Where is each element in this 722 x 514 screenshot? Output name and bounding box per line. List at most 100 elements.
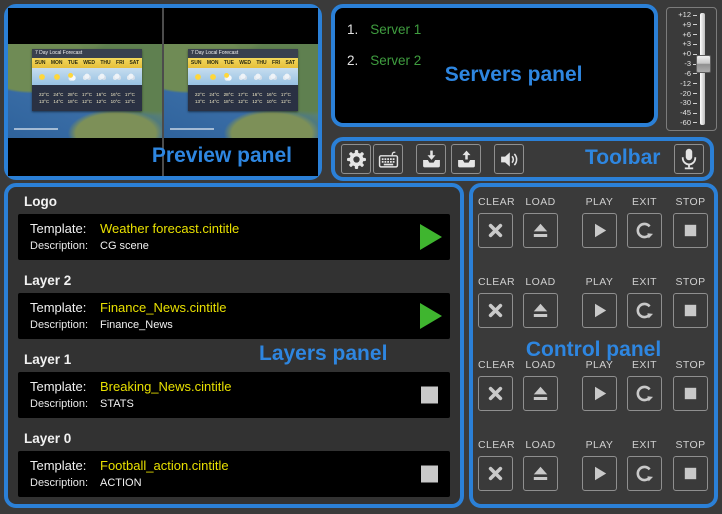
description-value: Finance_News bbox=[100, 319, 173, 331]
exit-button[interactable] bbox=[627, 456, 662, 491]
map-caption-smudge bbox=[170, 128, 214, 130]
play-button[interactable] bbox=[582, 293, 617, 328]
load-label: LOAD bbox=[525, 276, 556, 288]
microphone-button[interactable] bbox=[674, 144, 704, 174]
template-label: Template: bbox=[30, 458, 87, 473]
export-button[interactable] bbox=[451, 144, 481, 174]
server-list: 1. Server 1 2. Server 2 bbox=[335, 8, 654, 88]
play-label: PLAY bbox=[585, 439, 614, 451]
fader-tick-label: +6 bbox=[682, 29, 691, 39]
weather-map-image: 7 Day Local Forecast SUN MON TUE WED THU… bbox=[8, 44, 162, 138]
play-button[interactable] bbox=[582, 213, 617, 248]
load-button[interactable] bbox=[523, 213, 558, 248]
control-row-2: CLEAR LOAD PLAY EXIT STOP bbox=[473, 276, 714, 331]
clear-button[interactable] bbox=[478, 213, 513, 248]
clear-button[interactable] bbox=[478, 456, 513, 491]
clear-x-icon bbox=[486, 384, 505, 403]
partly-cloudy-icon bbox=[68, 72, 77, 81]
keyboard-button[interactable] bbox=[373, 144, 403, 174]
audio-button[interactable] bbox=[494, 144, 524, 174]
fader-tick-label: +9 bbox=[682, 19, 691, 29]
fader-handle[interactable] bbox=[696, 55, 711, 73]
forecast-lows: 13°C 14°C 18°C 12°C 12°C 10°C 12°C bbox=[195, 99, 291, 104]
layer-row[interactable]: Template:Weather forecast.cintitle Descr… bbox=[18, 214, 450, 260]
weather-forecast-card: 7 Day Local Forecast SUN MON TUE WED THU… bbox=[188, 49, 298, 111]
download-icon bbox=[421, 149, 442, 170]
control-panel: CLEAR LOAD PLAY EXIT STOP CLEAR LOAD PLA… bbox=[469, 183, 718, 508]
template-label: Template: bbox=[30, 221, 87, 236]
preview-output-left: 7 Day Local Forecast SUN MON TUE WED THU… bbox=[8, 8, 162, 176]
load-button[interactable] bbox=[523, 376, 558, 411]
description-value: CG scene bbox=[100, 240, 149, 252]
layer-name: Logo bbox=[24, 194, 57, 209]
rain-icon bbox=[127, 72, 136, 81]
tick-mark bbox=[693, 24, 697, 26]
settings-button[interactable] bbox=[341, 144, 371, 174]
rain-icon bbox=[82, 72, 91, 81]
tick-mark bbox=[693, 83, 697, 85]
description-value: STATS bbox=[100, 398, 134, 410]
clear-button[interactable] bbox=[478, 376, 513, 411]
server-number: 1. bbox=[347, 21, 359, 37]
server-name: Server 1 bbox=[370, 21, 422, 37]
preview-output-right: 7 Day Local Forecast SUN MON TUE WED THU… bbox=[164, 8, 318, 176]
play-button[interactable] bbox=[582, 456, 617, 491]
import-button[interactable] bbox=[416, 144, 446, 174]
stop-label: STOP bbox=[675, 439, 706, 451]
partly-cloudy-icon bbox=[224, 72, 233, 81]
forecast-highs: 22°C 24°C 28°C 17°C 16°C 16°C 17°C bbox=[39, 92, 135, 97]
gear-icon bbox=[346, 149, 367, 170]
fader-tick-label: +12 bbox=[678, 10, 691, 19]
preview-divider bbox=[162, 8, 164, 176]
forecast-lows: 13°C 14°C 18°C 12°C 12°C 10°C 12°C bbox=[39, 99, 135, 104]
sun-icon bbox=[53, 72, 62, 81]
clear-button[interactable] bbox=[478, 293, 513, 328]
stop-label: STOP bbox=[675, 196, 706, 208]
description-value: ACTION bbox=[100, 477, 142, 489]
exit-button[interactable] bbox=[627, 213, 662, 248]
fader-tick-label: -20 bbox=[680, 88, 691, 98]
layer-name: Layer 2 bbox=[24, 273, 72, 288]
sun-icon bbox=[194, 72, 203, 81]
layer-section: Layer 1 Template:Breaking_News.cintitle … bbox=[18, 350, 450, 418]
layer-section: Layer 0 Template:Football_action.cintitl… bbox=[18, 429, 450, 497]
server-list-item[interactable]: 2. Server 2 bbox=[347, 48, 642, 72]
layer-row[interactable]: Template:Finance_News.cintitle Descripti… bbox=[18, 293, 450, 339]
load-label: LOAD bbox=[525, 439, 556, 451]
fader-scale: +12 +9 +6 +3 +0 -3 -6 -12 -20 -30 -45 -6… bbox=[667, 11, 697, 127]
server-list-item[interactable]: 1. Server 1 bbox=[347, 17, 642, 41]
stop-button[interactable] bbox=[673, 213, 708, 248]
exit-label: EXIT bbox=[632, 439, 657, 451]
tick-mark bbox=[693, 122, 697, 124]
play-label: PLAY bbox=[585, 276, 614, 288]
layer-section: Logo Template:Weather forecast.cintitle … bbox=[18, 192, 450, 260]
volume-fader-panel: +12 +9 +6 +3 +0 -3 -6 -12 -20 -30 -45 -6… bbox=[666, 7, 717, 131]
tick-mark bbox=[693, 112, 697, 114]
load-button[interactable] bbox=[523, 456, 558, 491]
exit-label: EXIT bbox=[632, 196, 657, 208]
stop-square-icon bbox=[681, 464, 700, 483]
clear-x-icon bbox=[486, 221, 505, 240]
servers-panel: 1. Server 1 2. Server 2 Servers panel bbox=[331, 4, 658, 127]
tick-mark bbox=[693, 34, 697, 36]
play-label: PLAY bbox=[585, 196, 614, 208]
stop-button[interactable] bbox=[673, 456, 708, 491]
clear-label: CLEAR bbox=[478, 359, 516, 371]
tick-mark bbox=[693, 53, 697, 55]
toolbar-label: Toolbar bbox=[585, 146, 661, 169]
speaker-icon bbox=[499, 149, 520, 170]
load-button[interactable] bbox=[523, 293, 558, 328]
stop-button[interactable] bbox=[673, 376, 708, 411]
layer-name: Layer 1 bbox=[24, 352, 72, 367]
layer-name: Layer 0 bbox=[24, 431, 72, 446]
clear-x-icon bbox=[486, 301, 505, 320]
exit-button[interactable] bbox=[627, 293, 662, 328]
play-icon bbox=[590, 384, 609, 403]
stopped-indicator-icon bbox=[421, 465, 438, 483]
exit-button[interactable] bbox=[627, 376, 662, 411]
layers-panel: Logo Template:Weather forecast.cintitle … bbox=[4, 183, 464, 508]
play-button[interactable] bbox=[582, 376, 617, 411]
stop-button[interactable] bbox=[673, 293, 708, 328]
layer-row[interactable]: Template:Football_action.cintitle Descri… bbox=[18, 451, 450, 497]
layer-row[interactable]: Template:Breaking_News.cintitle Descript… bbox=[18, 372, 450, 418]
